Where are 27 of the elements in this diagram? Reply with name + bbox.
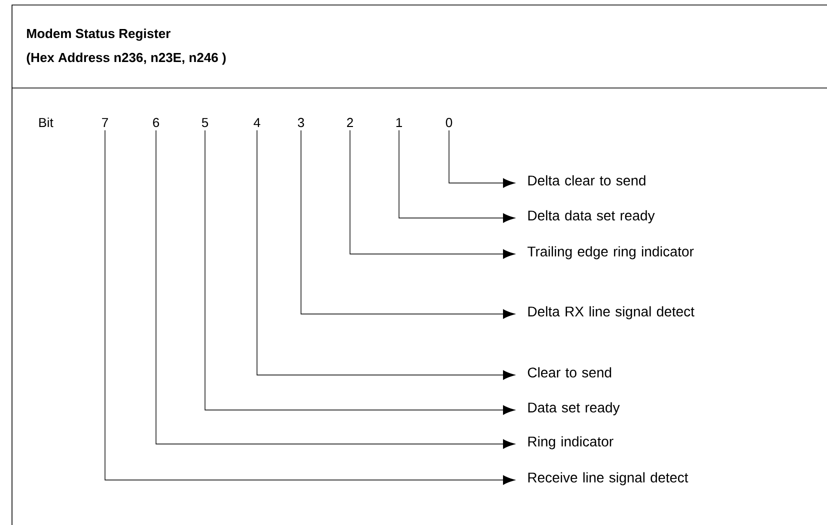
arrow (256, 130, 515, 380)
bit-number: 0 (446, 118, 452, 128)
arrow (448, 130, 515, 188)
bit-number: 2 (347, 118, 353, 127)
arrow (398, 130, 515, 223)
bit-description: Delta RX line signal detect (528, 306, 694, 320)
bit-description: Delta clear to send (528, 175, 646, 186)
arrow (350, 130, 515, 259)
bit-description: Trailing edge ring indicator (528, 246, 694, 260)
bit-description: Clear to send (528, 367, 612, 378)
bit-description: Delta data set ready (528, 210, 655, 224)
bit-number: 4 (254, 118, 260, 127)
arrow (104, 130, 515, 485)
bit-number: 1 (396, 118, 402, 127)
bit-description: Ring indicator (528, 436, 614, 450)
arrow (204, 130, 515, 415)
bit-number: 5 (202, 118, 208, 128)
bit-description: Data set ready (528, 402, 620, 416)
bit-number: 3 (298, 118, 304, 128)
title: Modem Status Register (27, 28, 170, 41)
arrow (156, 130, 515, 449)
bit-description: Receive line signal detect (528, 472, 688, 486)
bit-number: 6 (153, 118, 160, 128)
bit-number: 7 (102, 118, 108, 127)
arrow (300, 130, 515, 319)
row-label: Bit (39, 118, 54, 128)
subtitle: (Hex Address n236, n23E, n246 ) (26, 52, 226, 65)
